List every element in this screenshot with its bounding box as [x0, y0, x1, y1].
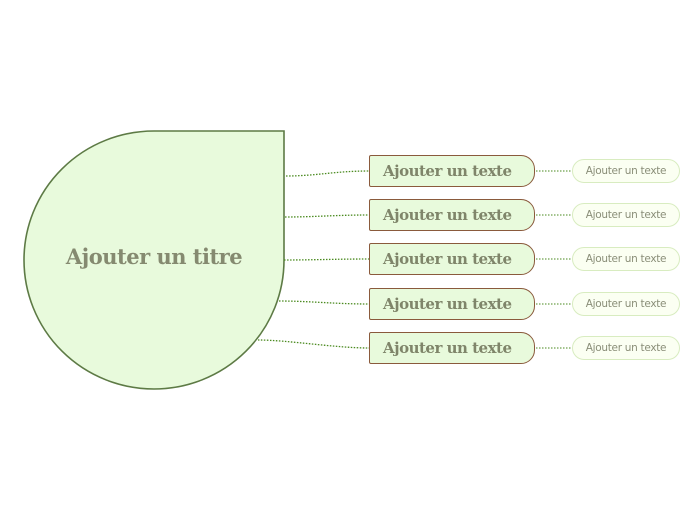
connector-main-2 — [284, 214, 370, 218]
branch-topic-1[interactable]: Ajouter un texte — [369, 155, 535, 187]
central-topic-title[interactable]: Ajouter un titre — [65, 244, 243, 269]
subtopic-3[interactable]: Ajouter un texte — [572, 247, 680, 271]
subtopic-5[interactable]: Ajouter un texte — [572, 336, 680, 360]
subtopic-4[interactable]: Ajouter un texte — [572, 292, 680, 316]
subtopic-2[interactable]: Ajouter un texte — [572, 203, 680, 227]
connectors — [257, 170, 572, 349]
connector-main-3 — [283, 258, 370, 261]
central-topic-shape[interactable] — [23, 130, 285, 390]
branch-topic-2[interactable]: Ajouter un texte — [369, 199, 535, 231]
connector-main-4 — [278, 300, 370, 305]
branch-topic-5[interactable]: Ajouter un texte — [369, 332, 535, 364]
subtopic-1[interactable]: Ajouter un texte — [572, 159, 680, 183]
connector-main-5 — [257, 339, 370, 349]
branch-topic-3[interactable]: Ajouter un texte — [369, 243, 535, 275]
branch-topic-4[interactable]: Ajouter un texte — [369, 288, 535, 320]
connector-main-1 — [285, 170, 370, 177]
